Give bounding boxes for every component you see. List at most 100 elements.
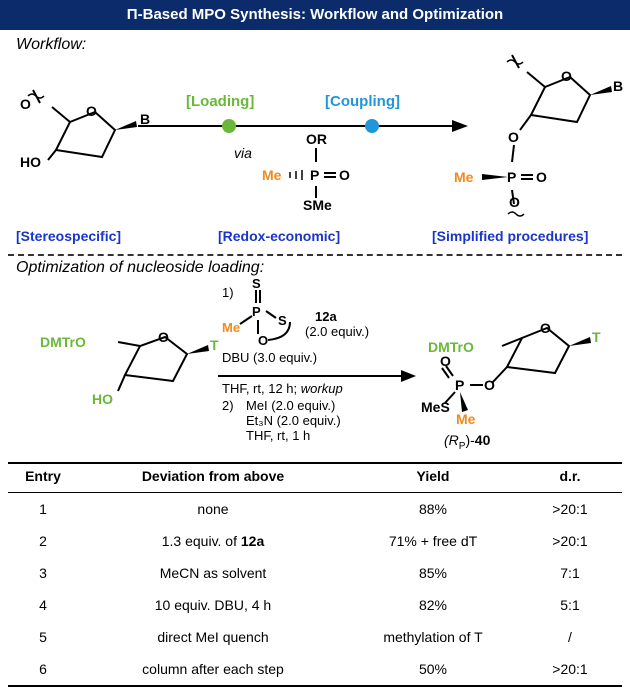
opt-product-3o-bond: [491, 366, 508, 384]
opt-product-base-label: T: [592, 329, 601, 345]
opt-start-dmtro-label: DMTrO: [40, 334, 86, 350]
dr-cell: >20:1: [518, 653, 622, 687]
reagent12a-id: 12a: [315, 309, 337, 324]
deviation-text: MeCN as solvent: [159, 565, 267, 581]
entry-cell: 6: [8, 653, 78, 687]
entry-cell: 4: [39, 597, 47, 613]
opt-product-po-double-b: [445, 365, 454, 377]
dr-cell: 7:1: [560, 565, 580, 581]
product-base-label: B: [613, 78, 624, 94]
dr-cell: 5:1: [560, 597, 580, 613]
opt-product-po-double-a: [441, 367, 450, 379]
dr-cell: /: [568, 629, 572, 645]
reagent12a-p-s-bond: [265, 310, 277, 319]
optimization-heading: Optimization of nucleoside loading:: [16, 259, 265, 276]
start-ho-bond: [47, 149, 57, 161]
opt-product-me-label: Me: [456, 411, 476, 427]
opt-product-base-wedge: [569, 337, 591, 346]
entry-cell: 5: [39, 629, 47, 645]
opt-product-sugar-ring: [505, 326, 571, 375]
product-label-b: )-: [465, 432, 475, 448]
product-po-bond: [511, 189, 515, 205]
deviation-compound: 12a: [240, 533, 265, 549]
start-base-wedge: [115, 121, 137, 130]
opt-product-dmtro-label: DMTrO: [428, 339, 474, 355]
product-5o-atom: O: [509, 194, 520, 210]
yield-cell: methylation of T: [383, 629, 483, 645]
page-title: Π-Based MPO Synthesis: Workflow and Opti…: [0, 0, 630, 30]
product-label-num: 40: [474, 432, 491, 448]
product-ch2-bond: [526, 71, 546, 88]
start-wavy-bond: [27, 93, 45, 99]
start-ch2-bond: [51, 106, 71, 123]
product-op-bond: [511, 144, 515, 163]
start-base-label: B: [140, 111, 151, 127]
loading-label: [Loading]: [186, 93, 255, 110]
deviation-cell: direct MeI quench: [78, 621, 348, 653]
optimization-arrowhead: [401, 370, 416, 382]
reagent-me-label: Me: [262, 167, 282, 183]
start-sugar-ring: [54, 110, 117, 159]
product-label-a: (R: [444, 432, 459, 448]
dr-cell: >20:1: [552, 533, 588, 549]
thf-condition-1-text: THF, rt, 12 h;: [222, 381, 298, 396]
reagent12a-o-ring: O: [258, 333, 269, 348]
reagent12a-me-label: Me: [222, 320, 241, 335]
reagent12a-s-double: S: [252, 276, 261, 291]
start-ho-label: HO: [20, 154, 41, 170]
product-label-sub: P: [458, 440, 466, 452]
deviation-text: direct MeI quench: [157, 629, 269, 645]
product-base-wedge: [590, 86, 612, 95]
thf-condition-1: THF, rt, 12 h; workup: [222, 381, 343, 396]
loading-dot: [222, 119, 236, 133]
section-divider: [8, 254, 622, 256]
reagent12a-s-ring: S: [278, 313, 287, 328]
opt-start-base-wedge: [187, 345, 209, 354]
step2-label: 2): [222, 398, 234, 413]
stereospecific-label: [Stereospecific]: [16, 228, 122, 244]
opt-start-ch2-bond: [117, 341, 141, 347]
reagent-sme-label: SMe: [303, 197, 332, 213]
opt-product-ch2-bond: [501, 337, 523, 347]
workflow-heading: Workflow:: [16, 36, 87, 53]
product-me-wedge: [482, 174, 508, 180]
product-3o-atom: O: [508, 129, 519, 145]
step1-label: 1): [222, 285, 234, 300]
opt-start-ho-label: HO: [92, 391, 113, 407]
opt-start-base-label: T: [210, 337, 219, 353]
entry-cell: 3: [39, 565, 47, 581]
entry-cell: 1: [39, 501, 47, 517]
thf-condition-2: THF, rt, 1 h: [246, 428, 311, 443]
yield-cell: 82%: [418, 597, 448, 613]
start-o-atom: O: [20, 96, 31, 112]
workup-text: workup: [300, 381, 343, 396]
deviation-text: none: [197, 501, 229, 517]
opt-start-sugar-ring: [123, 335, 189, 383]
reagent-p-atom: P: [310, 167, 320, 183]
reagent12a-ring-arc: [267, 321, 291, 341]
header-entry: Entry: [8, 462, 78, 493]
product-po-o-atom: O: [536, 169, 547, 185]
workflow-arrowhead: [452, 120, 468, 132]
opt-start-ho-bond: [117, 374, 126, 392]
coupling-dot: [365, 119, 379, 133]
redox-economic-label: [Redox-economic]: [218, 228, 341, 244]
header-dr: d.r.: [518, 462, 622, 493]
yield-cell: 50%: [348, 653, 518, 687]
opt-product-po-o-atom: O: [440, 353, 451, 369]
product-sugar-ring: [529, 75, 592, 124]
product-wavy-bond-bottom: [507, 211, 525, 217]
entry-cell: 2: [39, 533, 47, 549]
reagent12a-p-me-bond: [239, 315, 253, 325]
coupling-label: [Coupling]: [325, 93, 400, 110]
product-3o-bond: [519, 114, 532, 131]
opt-start-ring-o-atom: O: [158, 329, 169, 345]
deviation-cell: column after each step: [78, 653, 348, 687]
reagent12a-p-atom: P: [252, 304, 261, 319]
deviation-cell: none: [78, 493, 348, 526]
product-label-40: (RP)-40: [444, 433, 490, 454]
